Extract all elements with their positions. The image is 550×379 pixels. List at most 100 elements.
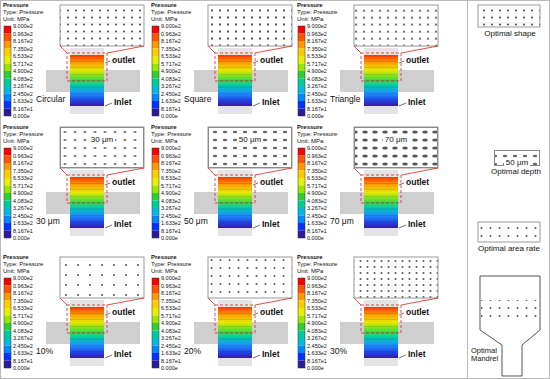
contour-line bbox=[218, 209, 252, 210]
colorbar-frame bbox=[152, 148, 159, 238]
colorbar-value: 7.350e2 bbox=[161, 46, 181, 52]
contour-line bbox=[218, 74, 252, 75]
colorbar-segment bbox=[4, 331, 11, 339]
colorbar-value: 3.267e2 bbox=[13, 205, 33, 211]
colorbar-value: 2.450e2 bbox=[161, 213, 181, 219]
zoom-marker bbox=[215, 305, 255, 333]
zoom-view bbox=[208, 257, 292, 298]
legend-unit: Unit: MPa bbox=[3, 268, 29, 275]
colorbar-value: 3.267e2 bbox=[161, 205, 181, 211]
colorbar-segment bbox=[298, 293, 305, 301]
colorbar-value: 0.963e2 bbox=[161, 153, 181, 159]
zoom-view bbox=[208, 5, 292, 46]
colorbar-segment bbox=[152, 101, 159, 109]
colorbar-value: 8.167e1 bbox=[13, 358, 33, 364]
colorbar-segment bbox=[4, 353, 11, 361]
colorbar-value: 0.000e bbox=[307, 235, 324, 241]
pressure-contour bbox=[364, 307, 398, 358]
colorbar-frame bbox=[4, 278, 11, 368]
zoom-leader bbox=[107, 168, 144, 175]
colorbar-value: 9.000e2 bbox=[161, 145, 181, 151]
colorbar-segment bbox=[4, 316, 11, 324]
colorbar-segment bbox=[4, 308, 11, 316]
outlet-label: outlet bbox=[260, 56, 283, 65]
colorbar-value: 0.963e2 bbox=[307, 153, 327, 159]
colorbar-segment bbox=[298, 26, 305, 34]
colorbar-value: 4.083e2 bbox=[13, 328, 33, 334]
colorbar-frame bbox=[298, 26, 305, 116]
colorbar-segment bbox=[4, 286, 11, 294]
colorbar-frame bbox=[298, 148, 305, 238]
legend-type: Type: Pressure bbox=[3, 261, 43, 268]
zoom-marker bbox=[67, 175, 107, 203]
zoom-leader bbox=[60, 168, 67, 175]
colorbar-value: 4.083e2 bbox=[13, 76, 33, 82]
colorbar-value: 7.350e2 bbox=[13, 168, 33, 174]
die-plate bbox=[46, 192, 70, 214]
colorbar-value: 8.167e1 bbox=[13, 106, 33, 112]
colorbar-value: 0.963e2 bbox=[13, 31, 33, 37]
outlet-label: outlet bbox=[112, 308, 135, 317]
mandrel-stub bbox=[218, 170, 252, 177]
legend-title: Pressure bbox=[3, 254, 29, 261]
zoom-leader bbox=[60, 298, 67, 305]
colorbar-segment bbox=[4, 26, 11, 34]
colorbar-value: 8.167e1 bbox=[161, 228, 181, 234]
legend-unit: Unit: MPa bbox=[3, 16, 29, 23]
colorbar-value: 3.267e2 bbox=[307, 335, 327, 341]
colorbar-value: 8.167e2 bbox=[13, 160, 33, 166]
pressure-contour bbox=[364, 55, 398, 106]
colorbar-segment bbox=[4, 223, 11, 231]
colorbar-segment bbox=[152, 208, 159, 216]
colorbar-value: 0.963e2 bbox=[161, 31, 181, 37]
legend-title: Pressure bbox=[3, 124, 29, 131]
colorbar-value: 8.167e1 bbox=[161, 358, 181, 364]
colorbar-value: 7.350e2 bbox=[13, 46, 33, 52]
zoom-marker bbox=[215, 175, 255, 203]
colorbar-segment bbox=[152, 41, 159, 49]
colorbar-value: 0.000e bbox=[161, 113, 178, 119]
column-divider bbox=[467, 0, 468, 379]
colorbar-value: 8.167e2 bbox=[307, 290, 327, 296]
colorbar-segment bbox=[152, 86, 159, 94]
die-plate bbox=[194, 192, 218, 214]
contour-line bbox=[70, 351, 104, 352]
contour-line bbox=[218, 313, 252, 314]
panel-caption: Square bbox=[184, 95, 211, 104]
colorbar-value: 4.900e2 bbox=[307, 68, 327, 74]
contour-line bbox=[70, 313, 104, 314]
legend-title: Pressure bbox=[151, 124, 177, 131]
zoom-leader bbox=[401, 168, 438, 175]
panel-caption: 10% bbox=[36, 347, 53, 356]
legend-title: Pressure bbox=[3, 2, 29, 9]
zoom-leader bbox=[401, 298, 438, 305]
zoom-marker bbox=[215, 53, 255, 81]
colorbar-segment bbox=[152, 231, 159, 239]
leader-line bbox=[399, 103, 406, 106]
optimal-shape-view bbox=[478, 5, 540, 27]
colorbar-segment bbox=[152, 223, 159, 231]
contour-line bbox=[218, 326, 252, 327]
leader-line bbox=[399, 183, 404, 185]
legend-type: Type: Pressure bbox=[151, 9, 191, 16]
colorbar-value: 3.267e2 bbox=[161, 335, 181, 341]
colorbar-value: 1.633e2 bbox=[13, 350, 33, 356]
colorbar-segment bbox=[298, 331, 305, 339]
colorbar-segment bbox=[298, 223, 305, 231]
colorbar-segment bbox=[4, 34, 11, 42]
pressure-contour bbox=[70, 55, 104, 106]
contour-line bbox=[218, 99, 252, 100]
colorbar-segment bbox=[4, 148, 11, 156]
die-plate bbox=[252, 192, 288, 214]
legend-type: Type: Pressure bbox=[151, 131, 191, 138]
colorbar-segment bbox=[4, 41, 11, 49]
leader-line bbox=[105, 225, 112, 228]
colorbar-segment bbox=[4, 301, 11, 309]
outlet-label: outlet bbox=[260, 178, 283, 187]
optimal-shape-label: Optimal shape bbox=[480, 30, 540, 39]
colorbar-segment bbox=[4, 293, 11, 301]
colorbar-segment bbox=[4, 86, 11, 94]
outlet-label: outlet bbox=[406, 56, 429, 65]
contour-line bbox=[364, 67, 398, 68]
